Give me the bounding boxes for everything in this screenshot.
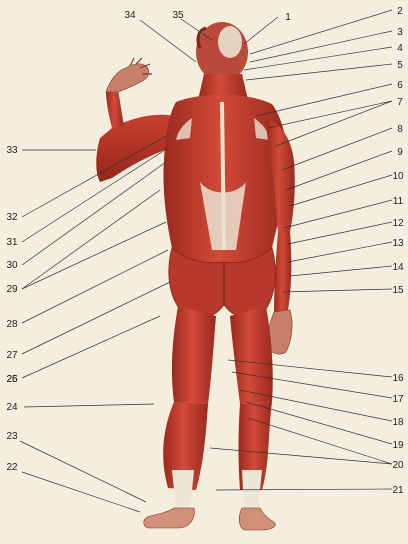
hand-raised [106, 64, 149, 92]
label-12: 12 [392, 218, 404, 229]
label-17: 17 [392, 394, 404, 405]
label-2: 2 [397, 6, 403, 17]
label-13: 13 [392, 238, 404, 249]
label-35: 35 [172, 10, 184, 21]
label-21: 21 [392, 485, 404, 496]
thigh-left [230, 306, 273, 404]
label-16: 16 [392, 373, 404, 384]
label-20: 20 [392, 460, 404, 471]
label-19: 19 [392, 440, 404, 451]
label-5: 5 [397, 60, 403, 71]
forearm-raised [106, 90, 124, 128]
label-28: 28 [6, 319, 18, 330]
label-15: 15 [392, 285, 404, 296]
thigh-right [172, 306, 216, 404]
label-10: 10 [392, 171, 404, 182]
label-14: 14 [392, 262, 404, 273]
label-6: 6 [397, 80, 403, 91]
label-34: 34 [124, 10, 136, 21]
label-23: 23 [6, 431, 18, 442]
label-24: 24 [6, 402, 18, 413]
label-7: 7 [397, 97, 403, 108]
label-31: 31 [6, 237, 18, 248]
label-27: 27 [6, 350, 18, 361]
label-3: 3 [397, 27, 403, 38]
label-22: 22 [6, 462, 18, 473]
foot-left [239, 508, 275, 530]
label-33: 33 [6, 145, 18, 156]
label-26: 26 [6, 374, 18, 385]
label-8: 8 [397, 124, 403, 135]
label-30: 30 [6, 260, 18, 271]
label-4: 4 [397, 43, 403, 54]
label-1: 1 [285, 12, 291, 23]
label-9: 9 [397, 147, 403, 158]
label-18: 18 [392, 417, 404, 428]
label-32: 32 [6, 212, 18, 223]
label-29: 29 [6, 284, 18, 295]
foot-right [144, 508, 195, 528]
body-figure [96, 22, 295, 530]
label-11: 11 [393, 196, 404, 207]
